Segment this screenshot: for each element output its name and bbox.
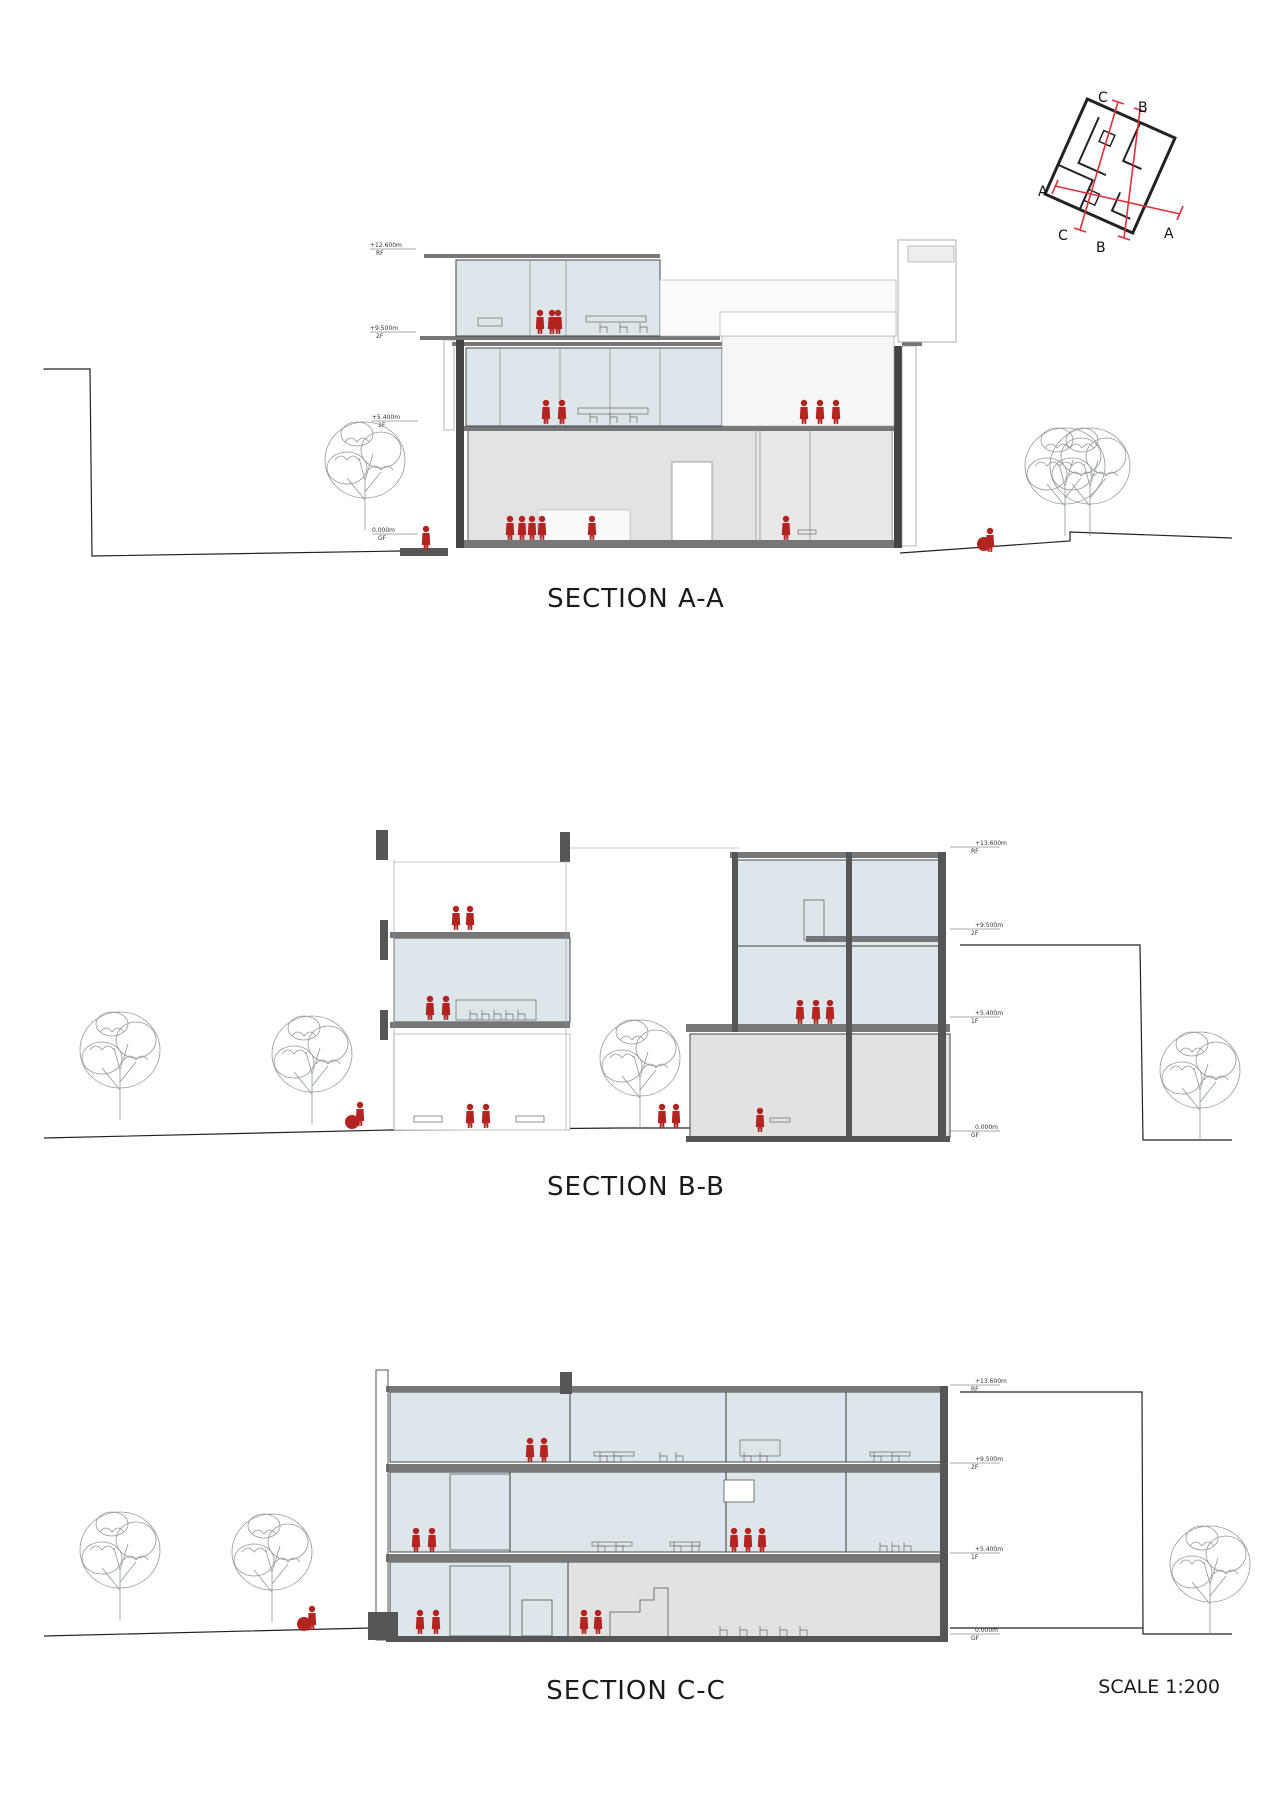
level-floor: 2F — [971, 930, 979, 937]
level-value: 0.000m — [372, 527, 395, 534]
section-a-a-people — [421, 309, 995, 552]
key-plan-label-a: A — [1164, 226, 1174, 242]
section-c-c-title: SECTION C-C — [546, 1676, 726, 1706]
level-value: +12.600m — [370, 242, 402, 249]
key-plan-label-c: C — [1058, 228, 1068, 244]
level-floor: RF — [376, 250, 384, 257]
section-b-b-levels: +13.600m RF +9.500m 2F +5.400m 1F 0.000m… — [950, 840, 1007, 1139]
level-floor: 2F — [971, 1464, 979, 1471]
section-a-a-title: SECTION A-A — [547, 584, 725, 614]
key-plan-label-b: B — [1138, 100, 1148, 116]
section-b-b-drawing — [43, 830, 1241, 1142]
level-floor: GF — [378, 535, 387, 542]
level-floor: 1F — [378, 422, 386, 429]
section-a-a-levels: +12.600m RF +9.500m 2F +5.400m 1F 0.000m… — [370, 242, 418, 542]
level-value: +13.600m — [975, 840, 1007, 847]
level-floor: GF — [971, 1635, 980, 1642]
level-value: 0.000m — [975, 1627, 998, 1634]
key-plan: A A B B C C — [1038, 90, 1184, 256]
level-floor: 2F — [376, 333, 384, 340]
level-value: +5.400m — [975, 1546, 1003, 1553]
key-plan-label-a: A — [1038, 184, 1048, 200]
level-value: +9.500m — [370, 325, 398, 332]
level-floor: RF — [971, 848, 979, 855]
level-value: +9.500m — [975, 922, 1003, 929]
section-c-c-drawing — [43, 1369, 1251, 1642]
section-b-b-people — [345, 905, 835, 1132]
level-value: +5.400m — [975, 1010, 1003, 1017]
level-value: 0.000m — [975, 1124, 998, 1131]
section-b-b-title: SECTION B-B — [547, 1172, 725, 1202]
key-plan-label-c: C — [1098, 90, 1108, 106]
level-value: +5.400m — [372, 414, 400, 421]
section-c-c-levels: +13.600m RF +9.500m 2F +5.400m 1F 0.000m… — [950, 1378, 1007, 1642]
section-c-c-people — [297, 1437, 767, 1634]
level-value: +9.500m — [975, 1456, 1003, 1463]
section-a-a-drawing — [43, 239, 1233, 557]
level-floor: GF — [971, 1132, 980, 1139]
key-plan-cut-lines — [1051, 99, 1184, 241]
level-floor: 1F — [971, 1554, 979, 1561]
key-plan-label-b: B — [1096, 240, 1106, 256]
level-floor: RF — [971, 1386, 979, 1393]
level-value: +13.600m — [975, 1378, 1007, 1385]
level-floor: 1F — [971, 1018, 979, 1025]
scale-label: SCALE 1:200 — [1098, 1676, 1220, 1698]
